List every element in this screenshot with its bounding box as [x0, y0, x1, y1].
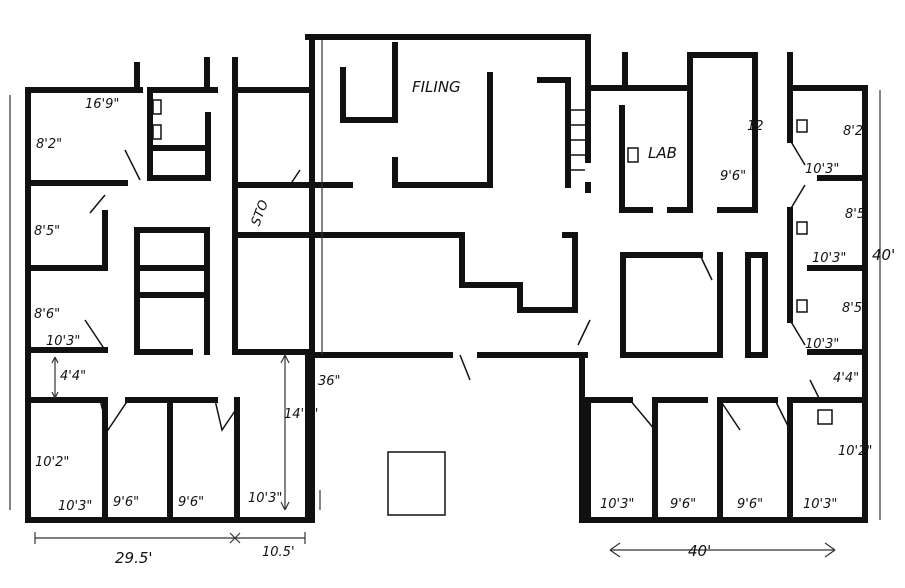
dim-right-corridor: 4'4" — [833, 371, 859, 386]
room-label-storage: STO — [249, 198, 272, 228]
dim-left-bottom-depth: 10'2" — [35, 455, 69, 470]
dim-center-height: 14'6" — [284, 407, 318, 422]
dim-lab-width: 9'6" — [720, 169, 746, 184]
dim-left-b1: 10'3" — [58, 499, 92, 514]
dim-center-door: 36" — [318, 374, 341, 389]
dim-right-r2: 8'5' — [845, 207, 869, 222]
dim-left-b4: 10'3" — [248, 491, 282, 506]
dim-right-b3: 9'6" — [737, 497, 763, 512]
dim-lab-side: 12 — [747, 119, 764, 134]
dim-left-r3-width: 10'3" — [46, 334, 80, 349]
dim-right-r1-width: 10'3" — [805, 162, 839, 177]
dim-right-b1: 10'3" — [600, 497, 634, 512]
room-label-filing: FILING — [412, 78, 461, 96]
dim-left-total: 29.5' — [115, 549, 153, 567]
dim-left-r3: 8'6" — [34, 307, 60, 322]
dim-left-corridor: 4'4" — [60, 369, 86, 384]
dimension-lines — [9, 40, 881, 558]
dim-right-bottom-depth: 10'2" — [838, 444, 872, 459]
dim-right-side-total: 40' — [872, 246, 895, 264]
labels: FILING LAB STO 16'9" 8'2" 8'5" 8'6" 10'3… — [34, 78, 895, 567]
dim-right-total: 40' — [688, 542, 711, 560]
dim-right-b2: 9'6" — [670, 497, 696, 512]
dim-right-r3: 8'5 — [842, 301, 862, 316]
dim-left-b3: 9'6" — [178, 495, 204, 510]
dim-right-b4: 10'3" — [803, 497, 837, 512]
dim-right-r2-width: 10'3" — [812, 251, 846, 266]
dim-right-r1: 8'2" — [843, 124, 869, 139]
dim-right-r3-width: 10'3" — [805, 337, 839, 352]
walls — [25, 34, 868, 523]
dim-left-top-width: 16'9" — [85, 97, 119, 112]
dim-left-r1: 8'2" — [36, 137, 62, 152]
room-label-lab: LAB — [648, 144, 677, 162]
dim-left-b2: 9'6" — [113, 495, 139, 510]
dim-left-extra: 10.5' — [262, 545, 295, 560]
dim-left-r2: 8'5" — [34, 224, 60, 239]
